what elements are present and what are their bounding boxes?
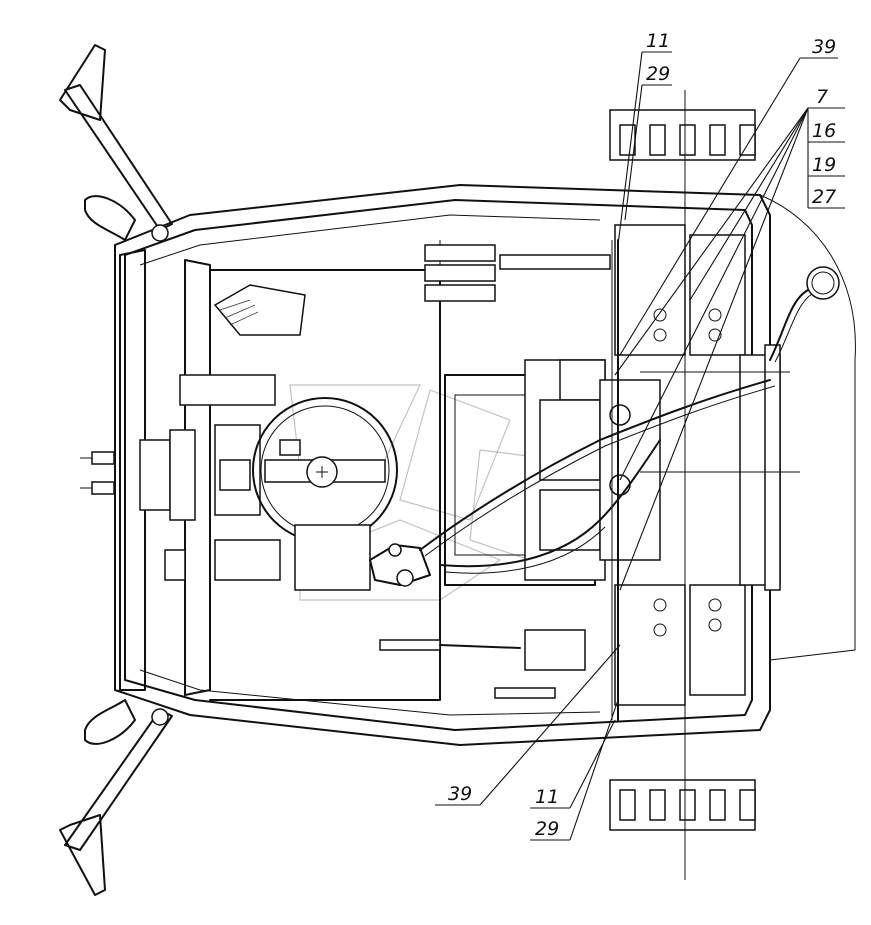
- hoses: [419, 239, 776, 721]
- callout-7: 7: [816, 86, 828, 108]
- center-unit: [444, 359, 661, 586]
- callout-11-bottom: 11: [535, 786, 559, 808]
- steering-wheel-icon: [252, 397, 398, 543]
- top-brackets: [424, 244, 611, 302]
- callout-27: 27: [812, 186, 836, 208]
- callout-19: 19: [812, 154, 836, 176]
- leader-lines: [435, 51, 845, 841]
- pressure-gauge-icon: [769, 266, 840, 363]
- mirror-lower: [59, 699, 173, 896]
- callout-11-top: 11: [646, 30, 670, 52]
- cab-frame: [114, 184, 771, 746]
- left-connectors: [80, 429, 196, 581]
- lever-assembly: [379, 629, 586, 699]
- outline-boundary: [759, 194, 856, 661]
- pedal-assembly: [214, 524, 431, 591]
- callout-39-bottom: 39: [448, 783, 472, 805]
- callout-39-top: 39: [812, 36, 836, 58]
- callout-16: 16: [812, 120, 836, 142]
- axle-housing: [609, 90, 756, 880]
- callout-29-bottom: 29: [535, 818, 559, 840]
- mirror-upper: [59, 44, 173, 242]
- callout-29-top: 29: [646, 63, 670, 85]
- mounting-plates: [614, 224, 781, 706]
